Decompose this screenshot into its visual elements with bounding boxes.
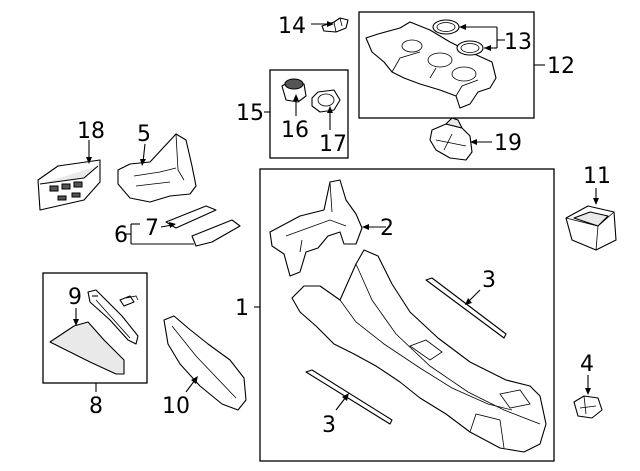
group-box-8 [42,272,148,384]
callout-15: 15 [236,101,264,126]
callout-9: 9 [68,285,82,310]
part-13-cup-rings[interactable] [432,19,484,56]
part-10-side-panel[interactable] [163,315,247,411]
callout-labels: 14 13 12 15 16 17 19 18 5 7 6 11 2 3 1 9… [68,14,611,438]
callout-8: 8 [89,394,103,419]
callout-18: 18 [77,119,105,144]
part-3-strap-lower[interactable] [305,369,393,425]
part-19-switch[interactable] [429,117,473,161]
callout-19: 19 [494,131,522,156]
part-17-socket-cap[interactable] [311,89,341,113]
callout-7: 7 [145,216,159,241]
callout-13: 13 [504,30,532,55]
callout-5: 5 [137,122,151,147]
part-8-side-cover[interactable] [49,321,125,375]
part-16-power-socket[interactable] [281,78,307,103]
part-12-console-panel[interactable] [365,21,497,109]
callout-14: 14 [278,14,306,39]
part-9-trim-clip[interactable] [87,289,139,345]
part-1-console-body[interactable] [291,249,547,453]
part-4-bracket[interactable] [573,395,603,419]
leader-lines [73,21,599,411]
callout-10: 10 [162,394,190,419]
part-11-storage-bin[interactable] [565,205,617,251]
part-2-support-bracket[interactable] [269,179,363,277]
callout-16: 16 [281,118,309,143]
callout-1: 1 [235,296,249,321]
part-6-trim-strip[interactable] [191,219,241,247]
group-box-1 [259,168,555,462]
callout-17: 17 [319,132,347,157]
callout-12: 12 [547,54,575,79]
part-14-bracket[interactable] [321,17,349,33]
callout-3-lower: 3 [322,413,336,438]
callout-11: 11 [583,164,611,189]
callout-6: 6 [114,223,128,248]
part-18-control-module[interactable] [37,159,101,211]
group-box-15 [269,69,349,159]
callout-4: 4 [580,352,594,377]
part-3-strap-upper[interactable] [425,277,507,339]
part-5-bezel-bracket[interactable] [117,133,197,203]
callout-2: 2 [380,216,394,241]
callout-3-upper: 3 [482,268,496,293]
part-9-screw[interactable] [119,295,139,307]
